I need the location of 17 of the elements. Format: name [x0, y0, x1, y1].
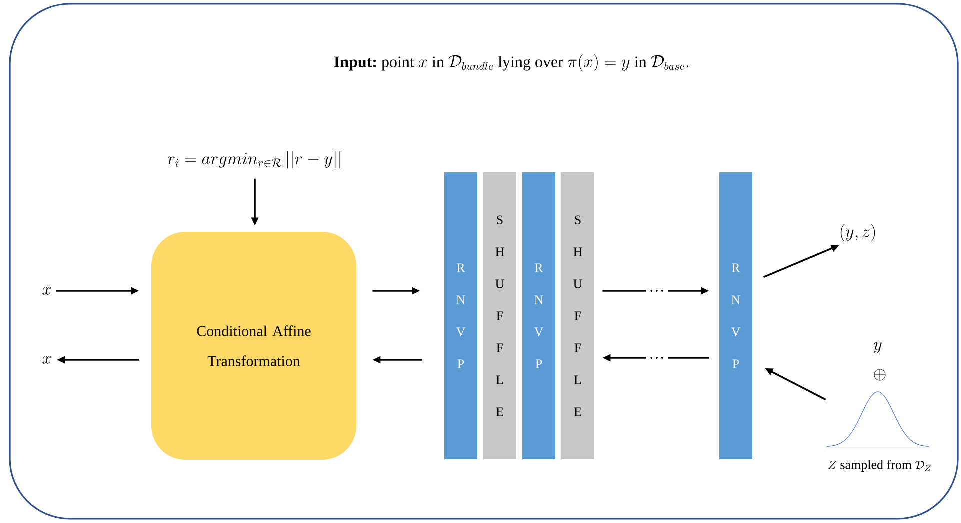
- layer-bar: R N V P: [720, 172, 752, 460]
- formula-text: $x$: [42, 287, 52, 295]
- edge-label: …: [646, 354, 668, 362]
- process-box: Conditional Affine Transformation: [152, 232, 356, 460]
- edge-label: …: [646, 287, 668, 295]
- variable-label: $y$: [874, 342, 882, 354]
- formula-text: $r_i = argmin_{r \in \mathcal{R}} \, ||r - y||$: [168, 151, 340, 169]
- layer-bar: S H U F F L E: [562, 172, 594, 460]
- gaussian-curve-drawing: [826, 392, 930, 448]
- node-label: $Z \textrm{ sampled from } \mathcal{D}_Z$: [828, 460, 932, 472]
- layer-bar: S H U F F L E: [484, 172, 516, 460]
- formula-text: $x$: [42, 356, 52, 364]
- layer-bar: R N V P: [522, 172, 556, 460]
- layer-bar: R N V P: [444, 172, 478, 460]
- formula-text: $(y, z)$: [840, 224, 876, 242]
- title: $\textbf{Input:}\ \textrm{point } x \textrm{ in } \mathcal{D}_{bundle} \textrm{ lying over } \pi(x) = y \textrm{ in } \mathcal{D}_{base}.$: [334, 54, 689, 72]
- oplus-symbol: $\oplus$: [874, 369, 886, 381]
